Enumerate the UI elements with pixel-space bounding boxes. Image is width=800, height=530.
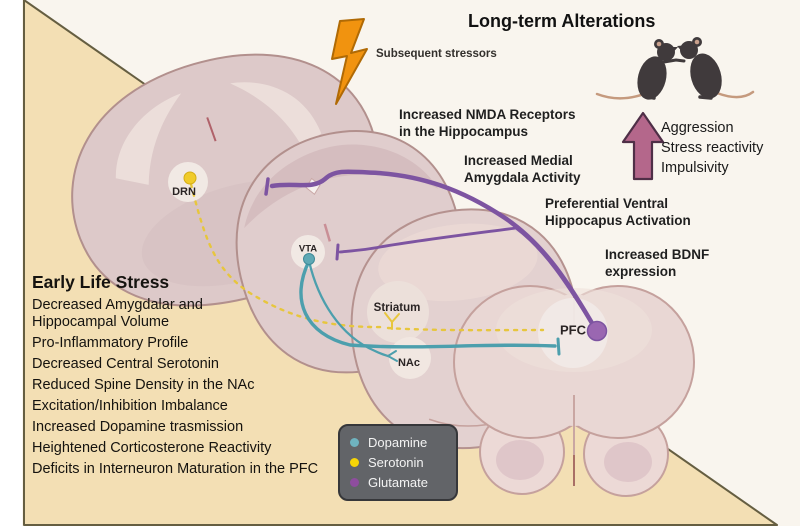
glutamate-legend-dot: [350, 478, 359, 487]
dopamine-legend-dot: [350, 438, 359, 447]
outcome-impulsivity: Impulsivity: [661, 160, 729, 176]
annotation-amygdala: Increased Medial Amygdala Activity: [464, 153, 581, 185]
long-term-alterations-heading: Long-term Alterations: [468, 11, 656, 31]
brain-label-drn: DRN: [172, 186, 196, 198]
glutamate-pfc-dot: [586, 320, 608, 342]
lightning-bolt-icon: [331, 18, 368, 105]
striatum-region-halo: [367, 281, 429, 343]
legend-label-glutamate: Glutamate: [368, 475, 428, 490]
legend-label-serotonin: Serotonin: [368, 455, 424, 470]
annotation-nmda: Increased NMDA Receptors in the Hippocam…: [399, 107, 576, 139]
neurotransmitter-legend: Dopamine Serotonin Glutamate: [338, 424, 458, 501]
els-item-dopamine: Increased Dopamine trasmission: [32, 419, 244, 435]
pfc-region-halo: [538, 298, 608, 368]
early-life-stress-list: Decreased Amygdalar and Hippocampal Volu…: [32, 297, 318, 478]
els-item-volume: Decreased Amygdalar and Hippocampal Volu…: [32, 297, 203, 330]
dopamine-pathway-line: [299, 259, 561, 362]
outcome-stress-reactivity: Stress reactivity: [661, 140, 764, 156]
subsequent-stressors-label: Subsequent stressors: [376, 48, 497, 60]
mice-fighting-icon: [595, 37, 755, 100]
brain-label-pfc: PFC: [560, 322, 586, 338]
els-item-excitation: Excitation/Inhibition Imbalance: [32, 398, 228, 414]
outcome-aggression: Aggression: [661, 120, 734, 136]
legend-row-serotonin: Serotonin: [350, 454, 446, 471]
dopamine-vta-dot: [303, 253, 315, 265]
up-arrow-icon: [621, 111, 665, 181]
legend-row-dopamine: Dopamine: [350, 434, 446, 451]
serotonin-drn-dot: [183, 171, 197, 185]
els-item-corticosterone: Heightened Corticosterone Reactivity: [32, 440, 272, 456]
brain-label-striatum: Striatum: [373, 302, 421, 314]
glutamate-pathway-line: [264, 169, 599, 333]
vta-region-halo: [291, 235, 325, 269]
els-item-interneuron: Deficits in Interneuron Maturation in th…: [32, 461, 319, 477]
annotation-hippocampus: Preferential Ventral Hippocapus Activati…: [545, 196, 691, 228]
outcome-list: Aggression Stress reactivity Impulsivity: [661, 118, 763, 178]
legend-row-glutamate: Glutamate: [350, 474, 446, 491]
els-item-serotonin: Decreased Central Serotonin: [32, 356, 219, 372]
annotation-bdnf: Increased BDNF expression: [605, 247, 710, 279]
serotonin-legend-dot: [350, 458, 359, 467]
legend-label-dopamine: Dopamine: [368, 435, 428, 450]
early-life-stress-heading: Early Life Stress: [32, 272, 170, 292]
els-item-inflammatory: Pro-Inflammatory Profile: [32, 335, 189, 351]
brain-label-nac: NAc: [397, 357, 421, 369]
brain-label-vta: VTA: [298, 243, 318, 255]
els-item-spine-density: Reduced Spine Density in the NAc: [32, 377, 255, 393]
